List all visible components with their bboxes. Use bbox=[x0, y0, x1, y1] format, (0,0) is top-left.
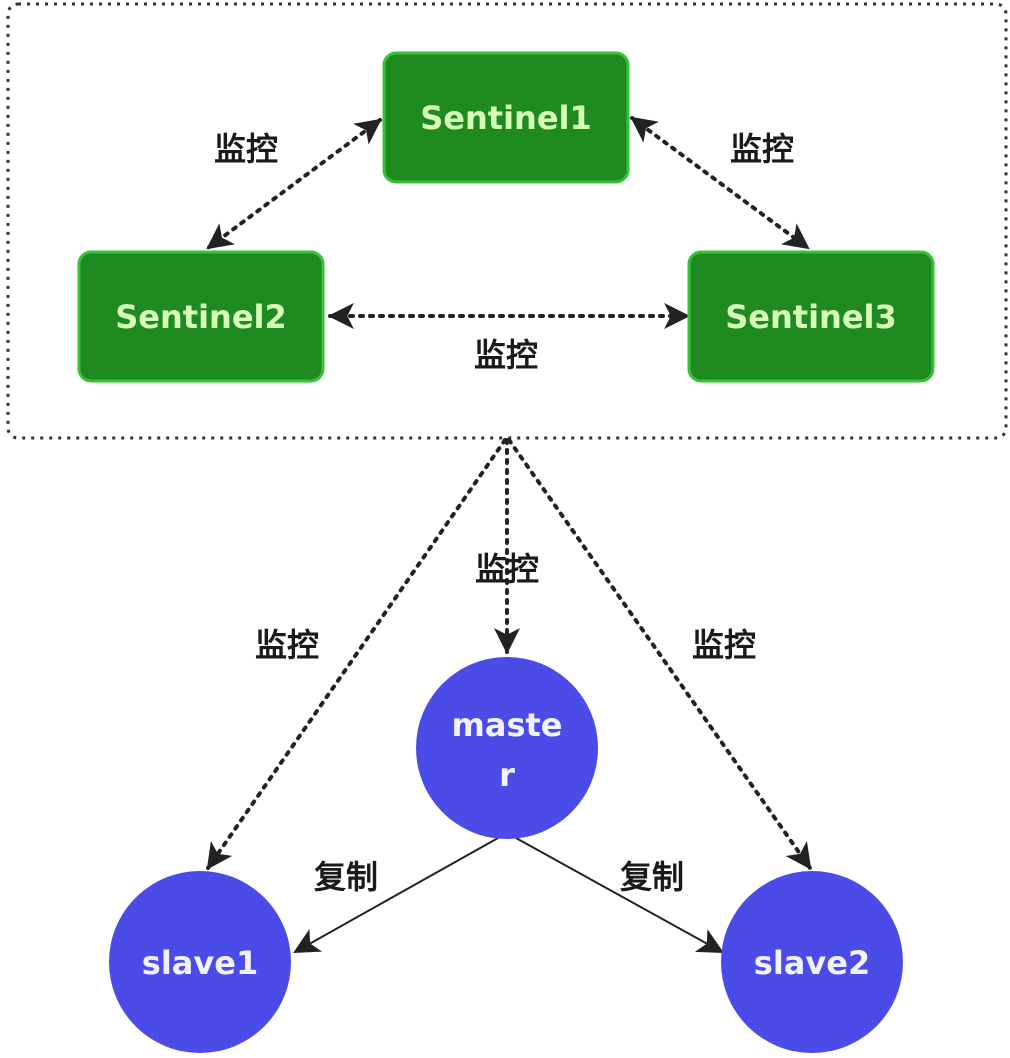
sentinel1-box bbox=[382, 51, 630, 184]
sentinel-group-boundary bbox=[6, 2, 1008, 440]
edge-master-slave2 bbox=[515, 837, 724, 954]
slave2-label: slave2 bbox=[754, 944, 870, 982]
edge-label-s2-s3: 监控 bbox=[474, 336, 538, 374]
edge-s1-s3 bbox=[630, 116, 810, 250]
edge-label-s1-s3: 监控 bbox=[730, 130, 794, 168]
sentinel1-node: Sentinel1 bbox=[382, 51, 630, 184]
edge-to-slave1 bbox=[206, 438, 507, 870]
sentinel2-label: Sentinel2 bbox=[115, 298, 287, 336]
edge-label-to-master: 监控 bbox=[475, 550, 539, 588]
master-circle bbox=[416, 657, 598, 839]
edge-label-to-slave2: 监控 bbox=[692, 626, 756, 664]
edge-label-master-slave1: 复制 bbox=[314, 858, 378, 896]
sentinel2-node: Sentinel2 bbox=[77, 250, 325, 383]
sentinel3-label: Sentinel3 bbox=[725, 298, 897, 336]
sentinel1-label: Sentinel1 bbox=[420, 99, 592, 137]
master-label-line2: r bbox=[499, 756, 515, 794]
edge-to-slave2 bbox=[507, 438, 812, 870]
slave1-label: slave1 bbox=[142, 944, 258, 982]
edge-label-master-slave2: 复制 bbox=[620, 858, 684, 896]
master-label-line1: maste bbox=[452, 706, 563, 744]
slave1-circle bbox=[109, 871, 291, 1053]
slave2-circle bbox=[721, 871, 903, 1053]
slave1-node: slave1 bbox=[109, 871, 291, 1053]
slave2-node: slave2 bbox=[721, 871, 903, 1053]
edge-label-to-slave1: 监控 bbox=[255, 626, 319, 664]
sentinel2-box bbox=[77, 250, 325, 383]
edge-s1-s2 bbox=[206, 118, 382, 250]
master-node: maste r bbox=[416, 657, 598, 839]
edge-master-slave1 bbox=[293, 837, 499, 954]
sentinel3-node: Sentinel3 bbox=[687, 250, 935, 383]
sentinel3-box bbox=[687, 250, 935, 383]
edge-label-s1-s2: 监控 bbox=[214, 130, 278, 168]
